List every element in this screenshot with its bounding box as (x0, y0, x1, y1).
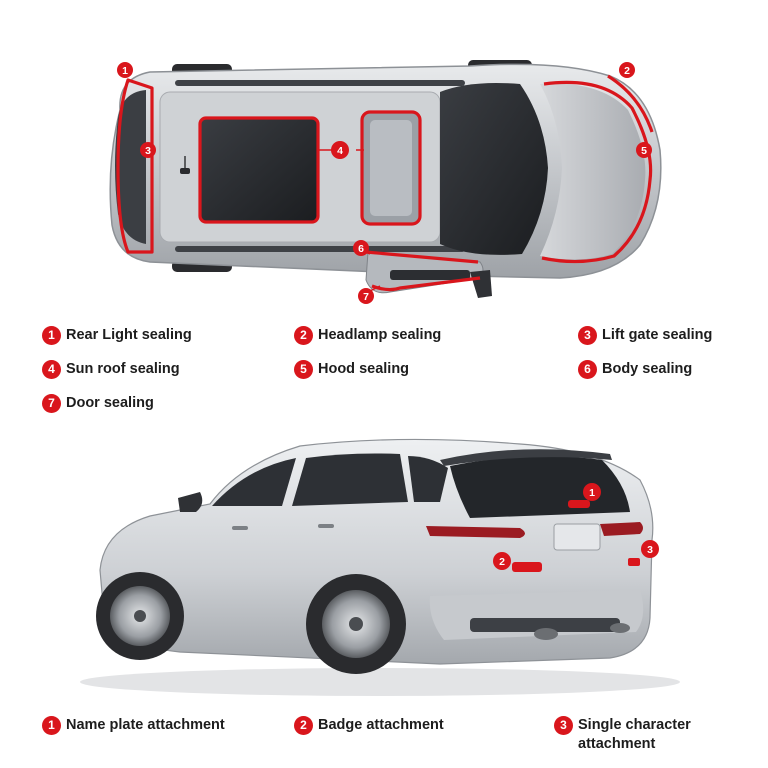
svg-text:2: 2 (624, 65, 630, 77)
top-hood (540, 83, 646, 260)
legend-label: Door sealing (66, 395, 154, 411)
svg-text:1: 1 (589, 487, 595, 499)
number-badge: 6 (578, 360, 597, 379)
legend-label: Lift gate sealing (602, 327, 713, 343)
rear-marker-3: 3 (641, 540, 659, 558)
rear-view-car-illustration: 1 2 3 (80, 438, 680, 696)
legend-item-hood-sealing: 5 Hood sealing (294, 360, 409, 379)
tail-light-right (600, 522, 643, 536)
rear-marker-2: 2 (493, 552, 511, 570)
legend-label: Headlamp sealing (318, 327, 442, 343)
top-marker-7: 7 (358, 288, 374, 304)
legend-label: Body sealing (602, 361, 693, 377)
number-badge: 5 (294, 360, 313, 379)
legend-item-headlamp-sealing: 2 Headlamp sealing (294, 326, 441, 345)
sunroof-front-reflection (370, 120, 412, 216)
legend-item-name-plate-attachment: 1 Name plate attachment (42, 716, 225, 735)
legend-item-door-sealing: 7 Door sealing (42, 394, 154, 413)
highlight-single-character (628, 558, 640, 566)
side-window-rear (212, 458, 296, 506)
top-view-car-illustration: 1 2 3 4 5 6 7 (109, 60, 662, 304)
legend-item-body-sealing: 6 Body sealing (578, 360, 692, 379)
top-windshield (440, 83, 548, 255)
side-window-quarter (408, 456, 448, 502)
exhaust-left (534, 628, 558, 640)
number-badge: 7 (42, 394, 61, 413)
top-rear-glass (115, 90, 146, 244)
rear-legend: 1 Name plate attachment 2 Badge attachme… (0, 712, 768, 762)
open-door-window (390, 270, 470, 280)
number-badge: 3 (554, 716, 573, 735)
number-badge: 4 (42, 360, 61, 379)
number-badge: 2 (294, 326, 313, 345)
top-marker-1: 1 (117, 62, 133, 78)
attachment-highlights (512, 500, 640, 572)
legend-label: Rear Light sealing (66, 327, 192, 343)
number-badge: 1 (42, 326, 61, 345)
top-marker-3: 3 (140, 142, 156, 158)
ground-shadow (80, 668, 680, 696)
exhaust-right (610, 623, 630, 633)
seal-door (371, 276, 481, 292)
roof-spoiler (440, 449, 612, 466)
legend-label: Badge attachment (318, 717, 444, 733)
roof-rail-lower (175, 246, 465, 252)
side-window-front (292, 453, 408, 506)
tail-light-left (426, 526, 525, 538)
shark-fin-antenna (180, 156, 190, 174)
legend-label: Name plate attachment (66, 717, 225, 733)
seal-sunroof-rear (198, 116, 320, 224)
roof-rail-upper (175, 80, 465, 86)
seal-hood (541, 80, 653, 264)
top-marker-2: 2 (619, 62, 635, 78)
svg-text:3: 3 (145, 145, 151, 157)
rear-windshield (450, 456, 630, 518)
svg-text:6: 6 (358, 243, 364, 255)
highlight-name-plate (568, 500, 590, 508)
seal-rear-light (116, 78, 154, 254)
number-badge: 3 (578, 326, 597, 345)
rear-wheel-left (96, 572, 184, 660)
legend-item-lift-gate-sealing: 3 Lift gate sealing (578, 326, 712, 345)
door-handle-front (232, 526, 248, 530)
svg-text:2: 2 (499, 556, 505, 568)
top-legend: 1 Rear Light sealing 2 Headlamp sealing … (0, 322, 768, 422)
highlight-badge (512, 562, 542, 572)
number-badge: 1 (42, 716, 61, 735)
legend-item-rear-light-sealing: 1 Rear Light sealing (42, 326, 192, 345)
diffuser (470, 618, 620, 632)
svg-text:4: 4 (337, 145, 343, 157)
seal-body (365, 250, 479, 264)
legend-label: Hood sealing (318, 361, 410, 377)
rear-side-mirror (178, 492, 203, 512)
legend-label: Sun roof sealing (66, 361, 180, 377)
door-handle-rear (318, 524, 334, 528)
rear-marker-1: 1 (583, 483, 601, 501)
svg-text:1: 1 (122, 65, 128, 77)
rear-wheel-right (306, 574, 406, 674)
legend-item-single-character-attachment: 3 Single character attachment (554, 716, 704, 754)
legend-label: Single character attachment (578, 717, 691, 752)
top-marker-6: 6 (353, 240, 369, 256)
seal-sunroof-front (360, 110, 422, 226)
side-mirror (470, 270, 492, 298)
svg-text:7: 7 (363, 291, 369, 303)
sunroof-rear-glass (200, 118, 318, 222)
legend-item-badge-attachment: 2 Badge attachment (294, 716, 444, 735)
svg-text:3: 3 (647, 544, 653, 556)
seal-headlamp (607, 74, 654, 133)
license-plate-area (553, 523, 601, 551)
sealing-lines (116, 74, 654, 292)
legend-item-sun-roof-sealing: 4 Sun roof sealing (42, 360, 180, 379)
top-marker-5: 5 (636, 142, 652, 158)
top-marker-4: 4 (331, 141, 349, 159)
number-badge: 2 (294, 716, 313, 735)
svg-text:5: 5 (641, 145, 647, 157)
